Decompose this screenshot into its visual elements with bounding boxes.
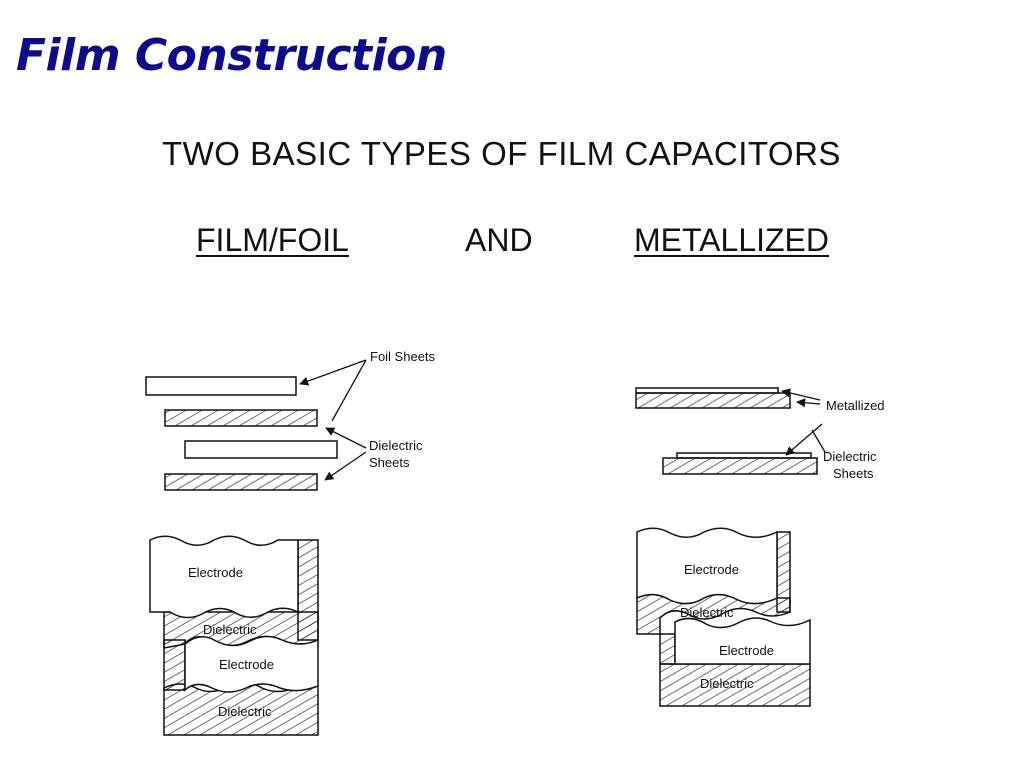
dielectric-sheets-label-left-1: Dielectric: [369, 438, 423, 453]
metallized-dielectric-lower-label: Dielectric: [700, 676, 754, 691]
metallized-electrode-upper-label: Electrode: [684, 562, 739, 577]
film-foil-electrode-lower-label: Electrode: [219, 657, 274, 672]
metallized-lower-electrode: [674, 617, 811, 665]
film-foil-lower-electrode: [184, 635, 319, 693]
dielectric-sheet-bottom: [164, 473, 318, 491]
subtitle: TWO BASIC TYPES OF FILM CAPACITORS: [162, 135, 841, 172]
foil-sheets-label: Foil Sheets: [370, 349, 436, 364]
film-foil-sheets: [145, 376, 338, 491]
metallized-dielectric-bottom: [662, 457, 818, 475]
dielectric-sheet-top: [164, 409, 318, 427]
metallized-electrode-lower-label: Electrode: [719, 643, 774, 658]
foil-sheet-bottom: [184, 440, 338, 459]
film-foil-arrows: [299, 359, 367, 481]
film-foil-dielectric-upper-label: Dielectric: [203, 622, 257, 637]
film-foil-upper-electrode: [149, 535, 299, 619]
film-foil-heading: FILM/FOIL: [196, 222, 349, 258]
film-foil-cross-section: [149, 535, 319, 736]
dielectric-sheets-label-left-2: Sheets: [369, 455, 410, 470]
metallized-heading: METALLIZED: [634, 222, 829, 258]
film-foil-electrode-upper-label: Electrode: [188, 565, 243, 580]
foil-sheet-top: [145, 376, 297, 396]
and-label: AND: [465, 222, 533, 258]
page-title: Film Construction: [16, 30, 447, 81]
metallized-sheets: [635, 387, 818, 475]
metallized-dielectric-upper-label: Dielectric: [680, 605, 734, 620]
metallized-upper-electrode: [636, 527, 778, 605]
metallized-label: Metallized: [826, 398, 885, 413]
film-foil-dielectric-lower-label: Dielectric: [218, 704, 272, 719]
dielectric-sheets-label-right-1: Dielectric: [823, 449, 877, 464]
metallized-dielectric-top: [635, 392, 791, 409]
film-foil-left-strip: [163, 639, 186, 691]
metallized-cross-section: [636, 527, 811, 707]
dielectric-sheets-label-right-2: Sheets: [833, 466, 874, 481]
metallized-left-strip: [659, 633, 676, 665]
metallized-arrows: [781, 388, 826, 456]
